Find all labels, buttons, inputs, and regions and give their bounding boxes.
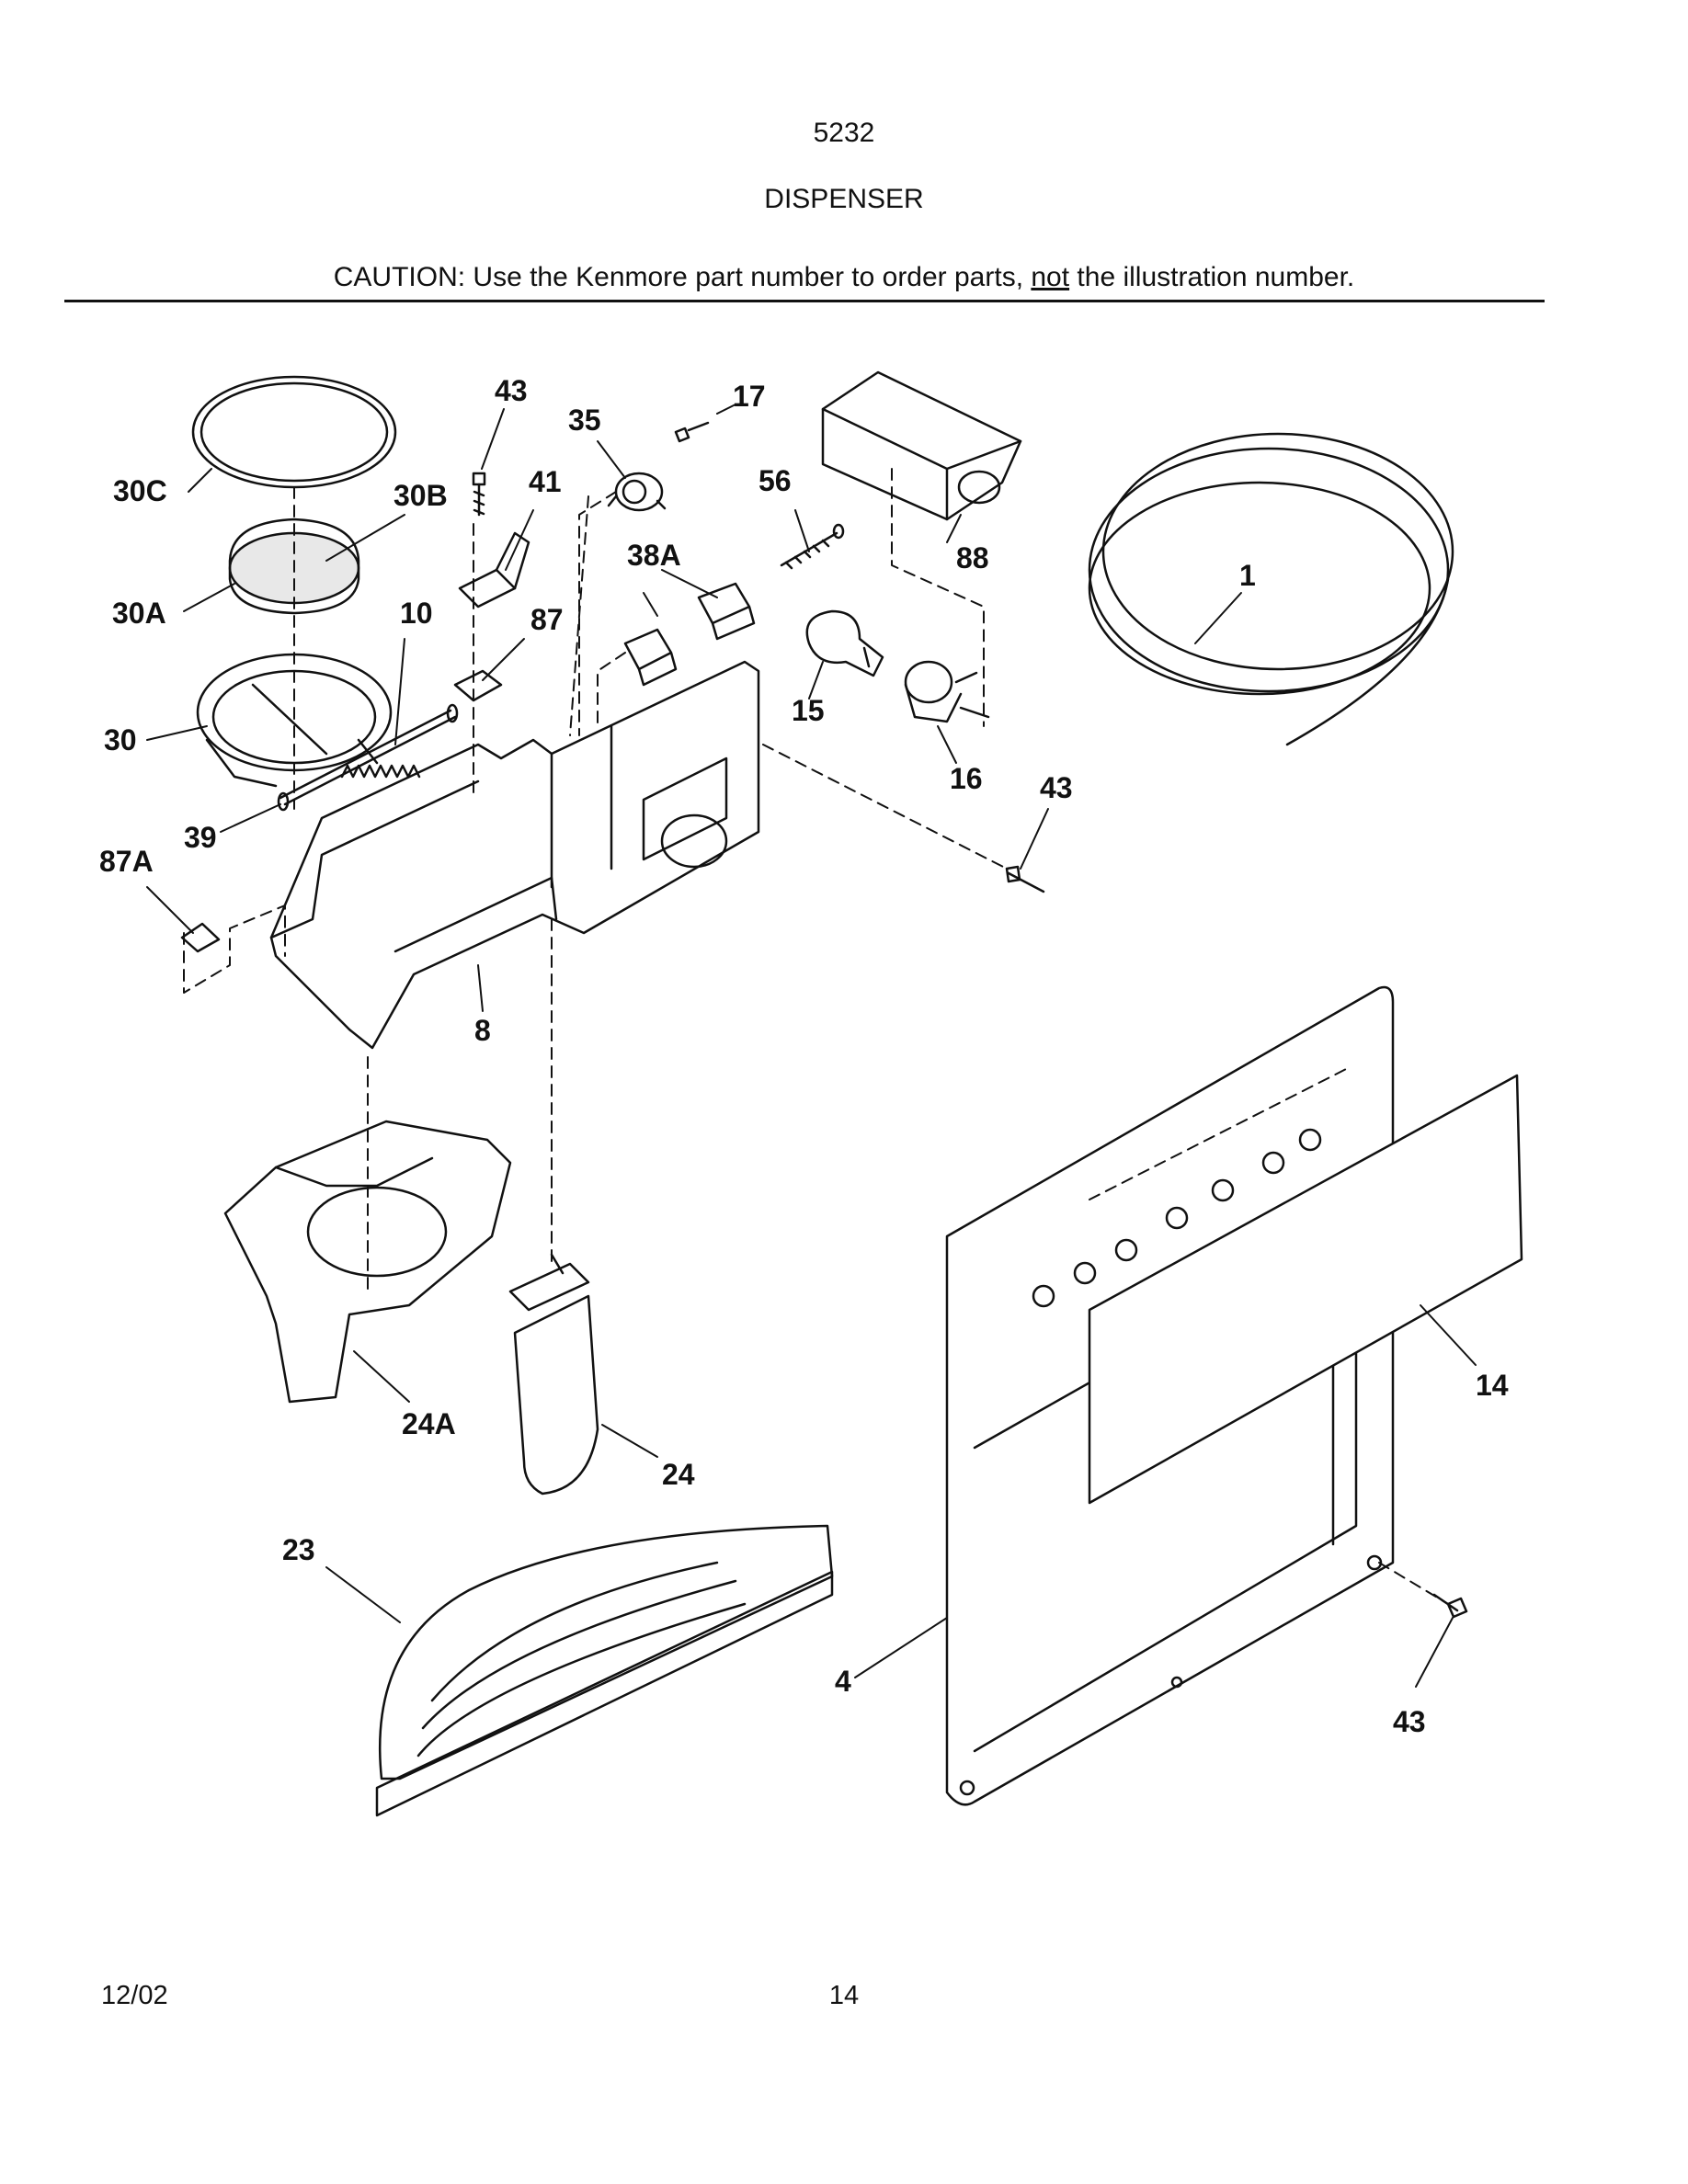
- model-number: 5232: [813, 118, 875, 148]
- part-43-screw-bottom: [1432, 1593, 1468, 1619]
- callout-41: 41: [529, 465, 562, 498]
- part-24A-chute: [223, 1120, 512, 1404]
- part-87-pad: [453, 669, 503, 702]
- callout-38A: 38A: [627, 539, 681, 572]
- part-10-spring: [340, 764, 421, 779]
- part-38A-switches: [623, 582, 756, 687]
- callout-8: 8: [474, 1014, 491, 1047]
- part-16-socket: [904, 660, 990, 723]
- callout-43: 43: [1393, 1705, 1426, 1738]
- panel-buttons: [1032, 1128, 1322, 1308]
- part-30C-gasket: [191, 375, 397, 489]
- callout-23: 23: [282, 1533, 315, 1566]
- callout-10: 10: [400, 597, 433, 630]
- part-23-drip-tray: [375, 1524, 834, 1817]
- part-39-rod: [277, 703, 459, 812]
- leader-lines: [146, 404, 1477, 1688]
- part-17-screw: [674, 421, 710, 443]
- caution-emphasis: not: [1031, 262, 1070, 292]
- part-43-screw-mid: [1005, 865, 1045, 893]
- page-title: DISPENSER: [764, 184, 924, 214]
- callout-87: 87: [530, 603, 564, 636]
- caution-text: CAUTION: Use the Kenmore part number to …: [333, 262, 1032, 292]
- callout-43: 43: [1040, 771, 1073, 804]
- part-87A-pad: [180, 922, 221, 953]
- part-41-bracket: [458, 531, 530, 609]
- caution-text-end: the illustration number.: [1069, 262, 1355, 292]
- callout-14: 14: [1476, 1369, 1509, 1402]
- footer-date: 12/02: [101, 1981, 168, 2010]
- part-14-overlay: [1088, 1074, 1523, 1505]
- header-rule: [64, 300, 1545, 302]
- part-8-dispenser-housing: [269, 660, 760, 1050]
- alignment-lines: [183, 468, 1449, 1605]
- callout-1: 1: [1239, 559, 1256, 592]
- part-15-bulb: [805, 609, 884, 677]
- callout-35: 35: [568, 404, 601, 437]
- callout-4: 4: [835, 1665, 851, 1698]
- part-1-water-tube: [1088, 432, 1454, 746]
- part-56-screw: [780, 523, 845, 570]
- callout-39: 39: [184, 821, 217, 854]
- caution-note: CAUTION: Use the Kenmore part number to …: [0, 262, 1688, 293]
- page-number: 14: [828, 1981, 860, 2010]
- callout-24A: 24A: [402, 1407, 456, 1440]
- callout-30B: 30B: [393, 479, 448, 512]
- part-88-cover: [821, 370, 1022, 521]
- part-35-actuator: [607, 472, 667, 512]
- callout-labels: 43 35 17 41 56 88 30C 30B 38A 30A 10 87 …: [99, 374, 1509, 1738]
- callout-17: 17: [733, 380, 766, 413]
- callout-24: 24: [662, 1458, 695, 1491]
- part-30A-cap: [228, 518, 360, 615]
- callout-30C: 30C: [113, 474, 167, 507]
- callout-43: 43: [495, 374, 528, 407]
- part-43-screw-top: [472, 472, 486, 517]
- callout-30A: 30A: [112, 597, 166, 630]
- callout-87A: 87A: [99, 845, 154, 878]
- callout-56: 56: [758, 464, 792, 497]
- part-24-paddle: [508, 1253, 599, 1496]
- callout-88: 88: [956, 541, 989, 574]
- callout-30: 30: [104, 723, 137, 756]
- callout-15: 15: [792, 694, 825, 727]
- callout-16: 16: [950, 762, 983, 795]
